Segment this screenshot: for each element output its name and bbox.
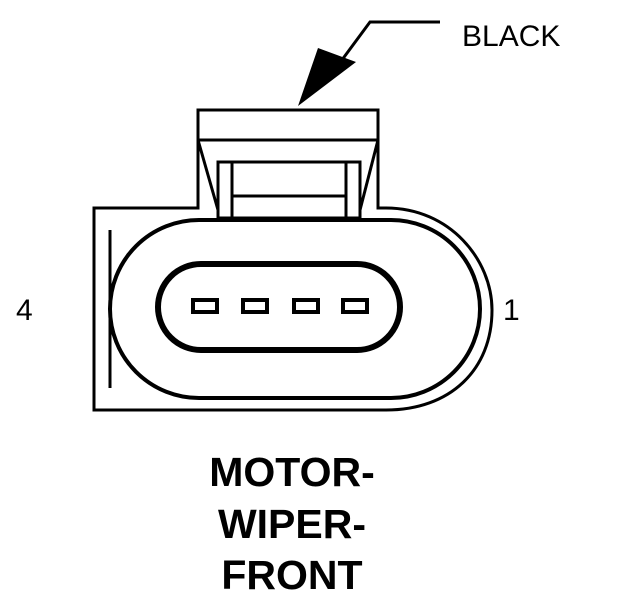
pin-terminal-2: [292, 298, 320, 314]
connector-title-line-3: FRONT: [221, 552, 363, 598]
callout-arrowhead: [298, 48, 356, 106]
pin-terminals: [191, 298, 369, 314]
pin-terminal-4: [191, 298, 219, 314]
connector-title-line-2: WIPER-: [217, 501, 367, 547]
pin-number-left: 4: [16, 294, 33, 327]
callout-leader: [334, 20, 440, 69]
pin-number-right: 1: [503, 294, 520, 327]
terminal-cavity: [155, 261, 403, 353]
pin-terminal-3: [241, 298, 269, 314]
connector-title-line-1: MOTOR-: [209, 449, 375, 495]
pin-terminal-1: [341, 298, 369, 314]
locking-tab: [196, 138, 380, 220]
callout-color-label: BLACK: [462, 20, 561, 53]
